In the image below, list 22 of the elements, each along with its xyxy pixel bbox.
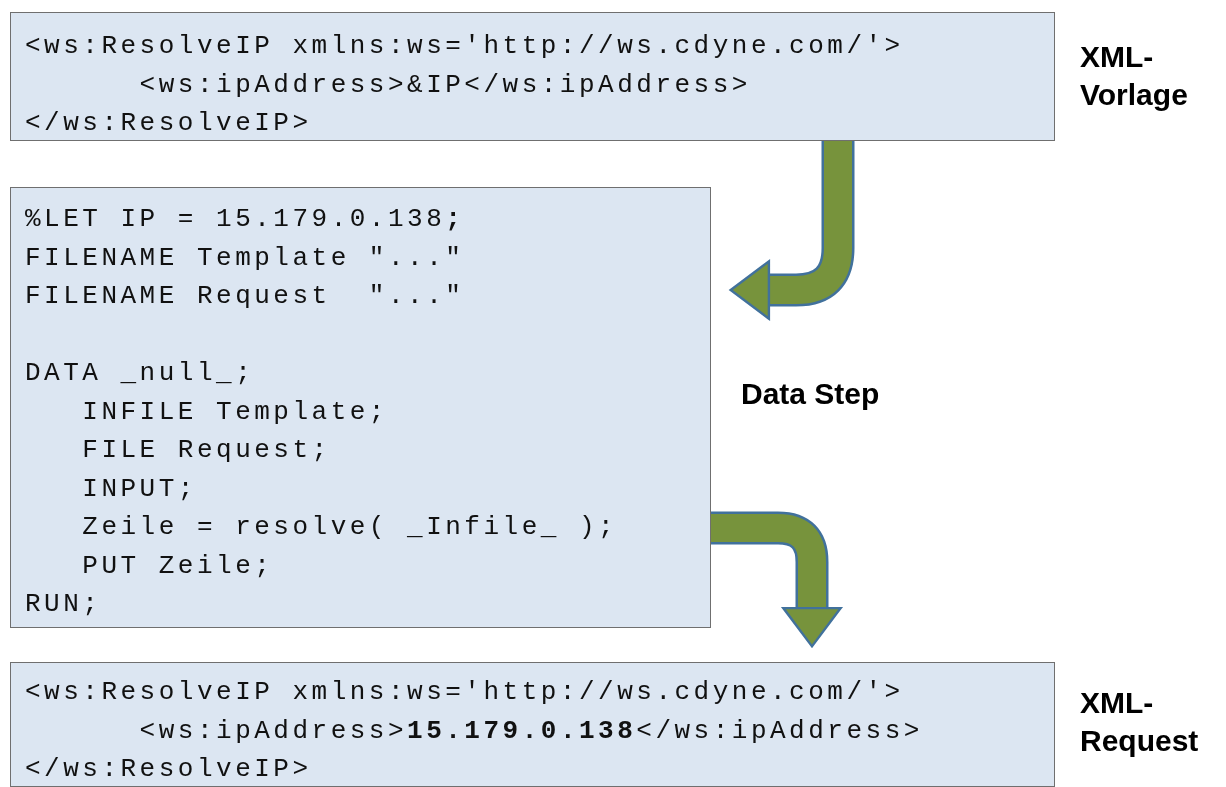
code-line: <ws:ipAddress>15.179.0.138</ws:ipAddress> — [138, 714, 923, 748]
code-line: <ws:ResolveIP xmlns:ws='http://ws.cdyne.com/'> — [25, 676, 904, 709]
code-line: Zeile = resolve( _Infile_ ); — [81, 511, 618, 544]
code-box — [10, 662, 1055, 787]
node-label: XML-Request — [1080, 685, 1200, 759]
code-line: RUN; — [25, 588, 102, 621]
code-line: PUT Zeile; — [81, 549, 274, 583]
code-box — [10, 12, 1055, 141]
code-line: FILE Request; — [81, 434, 331, 467]
code-line: </ws:ResolveIP> — [25, 753, 312, 786]
code-line: %LET IP = 15.179.0.138; — [25, 203, 465, 236]
node-label: XML-Vorlage — [1080, 39, 1189, 113]
code-line: FILENAME Template "..." — [25, 241, 465, 275]
code-line: INFILE Template; — [81, 395, 388, 429]
code-line: FILENAME Request "..." — [25, 280, 465, 313]
code-line: INPUT; — [81, 472, 197, 506]
node-label: Data Step — [741, 376, 881, 412]
code-line: <ws:ResolveIP xmlns:ws='http://ws.cdyne.com/'> — [25, 30, 904, 63]
code-box — [10, 187, 711, 628]
code-line: <ws:ipAddress>&IP</ws:ipAddress> — [138, 68, 751, 102]
code-line: DATA _null_; — [25, 357, 255, 390]
code-line: </ws:ResolveIP> — [25, 107, 312, 140]
